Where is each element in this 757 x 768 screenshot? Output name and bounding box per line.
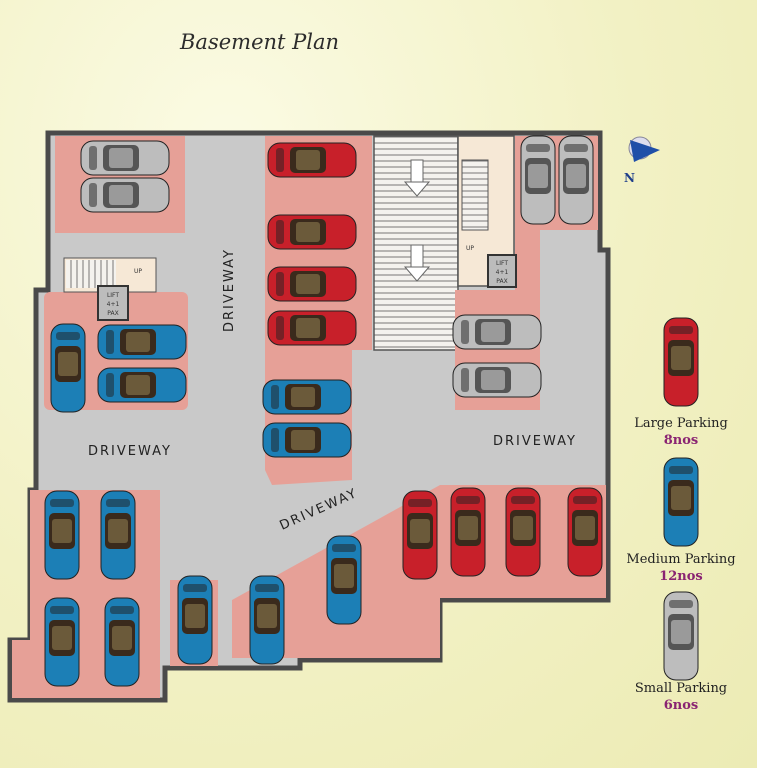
lift-left: [97, 285, 129, 321]
medium-car-icon: [326, 535, 362, 625]
large-car-icon: [663, 317, 699, 407]
plan-title: Basement Plan: [180, 30, 340, 54]
driveway-label: DRIVEWAY: [88, 444, 172, 459]
large-car-icon: [267, 310, 357, 346]
lift-right-label-2: 4+1: [496, 269, 509, 276]
medium-car-icon: [262, 422, 352, 458]
large-car-icon: [402, 490, 438, 580]
medium-car-icon: [177, 575, 213, 665]
north-arrow-icon: [628, 136, 660, 162]
north-label: N: [624, 171, 635, 185]
lift-right-label-1: LIFT: [496, 260, 508, 267]
lift-left-label-2: 4+1: [107, 301, 120, 308]
ramp-arrow-icon: [403, 244, 431, 282]
large-car-icon: [267, 142, 357, 178]
ramp-arrow-icon: [403, 159, 431, 197]
medium-car-icon: [663, 457, 699, 547]
stair-up-left: UP: [134, 268, 142, 275]
medium-car-icon: [97, 324, 187, 360]
medium-car-icon: [44, 490, 80, 580]
medium-car-icon: [50, 323, 86, 413]
stair-up-right: UP: [466, 245, 474, 252]
large-car-icon: [267, 214, 357, 250]
legend-small-label: Small Parking: [634, 681, 728, 696]
large-car-icon: [450, 487, 486, 577]
medium-car-icon: [262, 379, 352, 415]
small-car-icon: [452, 362, 542, 398]
small-car-icon: [663, 591, 699, 681]
lift-left-label-3: PAX: [107, 310, 118, 317]
legend-medium-count: 12nos: [659, 569, 703, 584]
medium-car-icon: [97, 367, 187, 403]
large-car-icon: [267, 266, 357, 302]
small-car-icon: [520, 135, 556, 225]
small-car-icon: [558, 135, 594, 225]
small-car-icon: [80, 140, 170, 176]
driveway-label: DRIVEWAY: [222, 248, 237, 332]
medium-car-icon: [249, 575, 285, 665]
legend-large-count: 8nos: [663, 433, 699, 448]
legend-small-count: 6nos: [663, 698, 699, 713]
medium-car-icon: [44, 597, 80, 687]
lift-right: [487, 254, 517, 288]
small-car-icon: [452, 314, 542, 350]
medium-car-icon: [100, 490, 136, 580]
legend-medium-label: Medium Parking: [626, 552, 736, 567]
large-car-icon: [505, 487, 541, 577]
driveway-label: DRIVEWAY: [493, 434, 577, 449]
legend-large-label: Large Parking: [634, 416, 728, 431]
small-car-icon: [80, 177, 170, 213]
lift-left-label-1: LIFT: [107, 292, 119, 299]
lift-right-label-3: PAX: [496, 278, 507, 285]
large-car-icon: [567, 487, 603, 577]
medium-car-icon: [104, 597, 140, 687]
